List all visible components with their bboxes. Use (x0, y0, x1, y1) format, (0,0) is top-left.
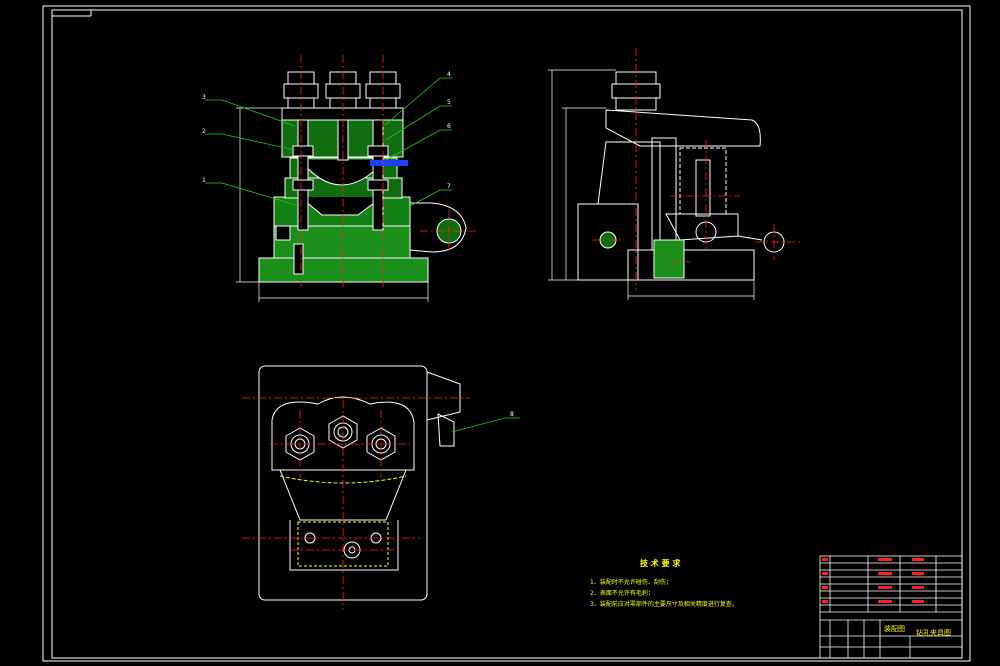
technical-requirements: 技 术 要 求 1、装配时不允许碰伤、刮伤； 2、表面不允许有毛刺； 3、装配前… (590, 558, 738, 608)
part-label-5: 5 (447, 99, 451, 106)
front-centerlines (300, 55, 478, 290)
part-label-3: 3 (202, 94, 206, 101)
front-part-labels: 3 2 1 4 5 6 7 (202, 71, 451, 190)
top-view: 8 (242, 365, 520, 610)
drawing-frame (42, 5, 971, 662)
tech-req-item-1: 1、装配时不允许碰伤、刮伤； (590, 578, 672, 586)
title-block: 装配图 钻孔夹具图 (819, 555, 963, 659)
tech-req-item-2: 2、表面不允许有毛刺； (590, 589, 654, 597)
top-outline (258, 365, 461, 601)
front-base (258, 107, 429, 283)
front-clamp-handle (409, 202, 467, 253)
side-dimensions (548, 69, 755, 300)
top-centerlines (242, 397, 470, 610)
part-label-6: 6 (447, 123, 451, 130)
part-label-4: 4 (447, 71, 451, 78)
side-view (548, 48, 800, 300)
front-view: 3 2 1 4 5 6 7 (202, 55, 478, 302)
top-leader (451, 417, 520, 433)
title-block-drawing-type: 装配图 (884, 624, 905, 633)
side-centerlines (592, 48, 800, 290)
part-label-2: 2 (202, 128, 206, 135)
front-leaders (205, 77, 452, 207)
tech-req-title: 技 术 要 求 (640, 558, 681, 568)
front-dimensions (236, 107, 429, 302)
part-label-7: 7 (447, 183, 451, 190)
part-label-1: 1 (202, 177, 206, 184)
top-hex-nuts (285, 415, 396, 559)
side-body (577, 71, 785, 281)
part-label-8: 8 (510, 411, 514, 418)
title-block-drawing-name: 钻孔夹具图 (916, 628, 951, 637)
tech-req-item-3: 3、装配前应对零部件的主要尺寸及相关精度进行复查。 (590, 600, 738, 608)
